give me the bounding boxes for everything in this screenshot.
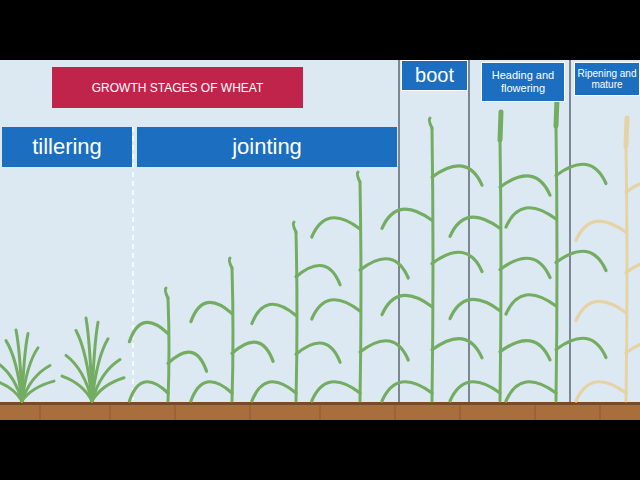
soil-line	[0, 402, 640, 405]
stage-divider	[132, 127, 134, 400]
wheat-plant	[506, 98, 606, 401]
stage-divider	[569, 60, 571, 402]
wheat-plant	[0, 330, 54, 401]
wheat-plant	[576, 118, 640, 401]
stage-label: Ripening and mature	[577, 68, 637, 91]
title-text: GROWTH STAGES OF WHEAT	[92, 81, 264, 95]
title-banner: GROWTH STAGES OF WHEAT	[52, 67, 303, 108]
wheat-plant	[450, 112, 550, 401]
sky-ground	[0, 60, 640, 402]
stage-band: boot	[401, 60, 468, 91]
wheat-plant	[62, 318, 124, 401]
wheat-plant	[312, 172, 409, 401]
stage-band: Ripening and mature	[574, 62, 640, 96]
wheat-plant	[129, 288, 206, 401]
bottom-band	[0, 420, 640, 480]
top-band	[0, 0, 640, 60]
wheat-plant	[191, 258, 273, 401]
stage-divider	[398, 60, 400, 402]
stage-label: boot	[415, 64, 454, 87]
wooden-floor	[0, 402, 640, 420]
wheat-plant	[252, 222, 340, 401]
stage-band: Heading and flowering	[481, 62, 565, 102]
floor-planks	[40, 405, 600, 420]
stage-label: tillering	[32, 134, 102, 159]
stage-label: jointing	[232, 134, 302, 159]
stage-divider	[468, 60, 470, 402]
stage-label: Heading and flowering	[486, 69, 560, 94]
stage-band: tillering	[2, 127, 132, 167]
stage-band: jointing	[137, 127, 397, 167]
wheat-plant	[382, 118, 482, 401]
wheat-plants	[0, 98, 640, 401]
